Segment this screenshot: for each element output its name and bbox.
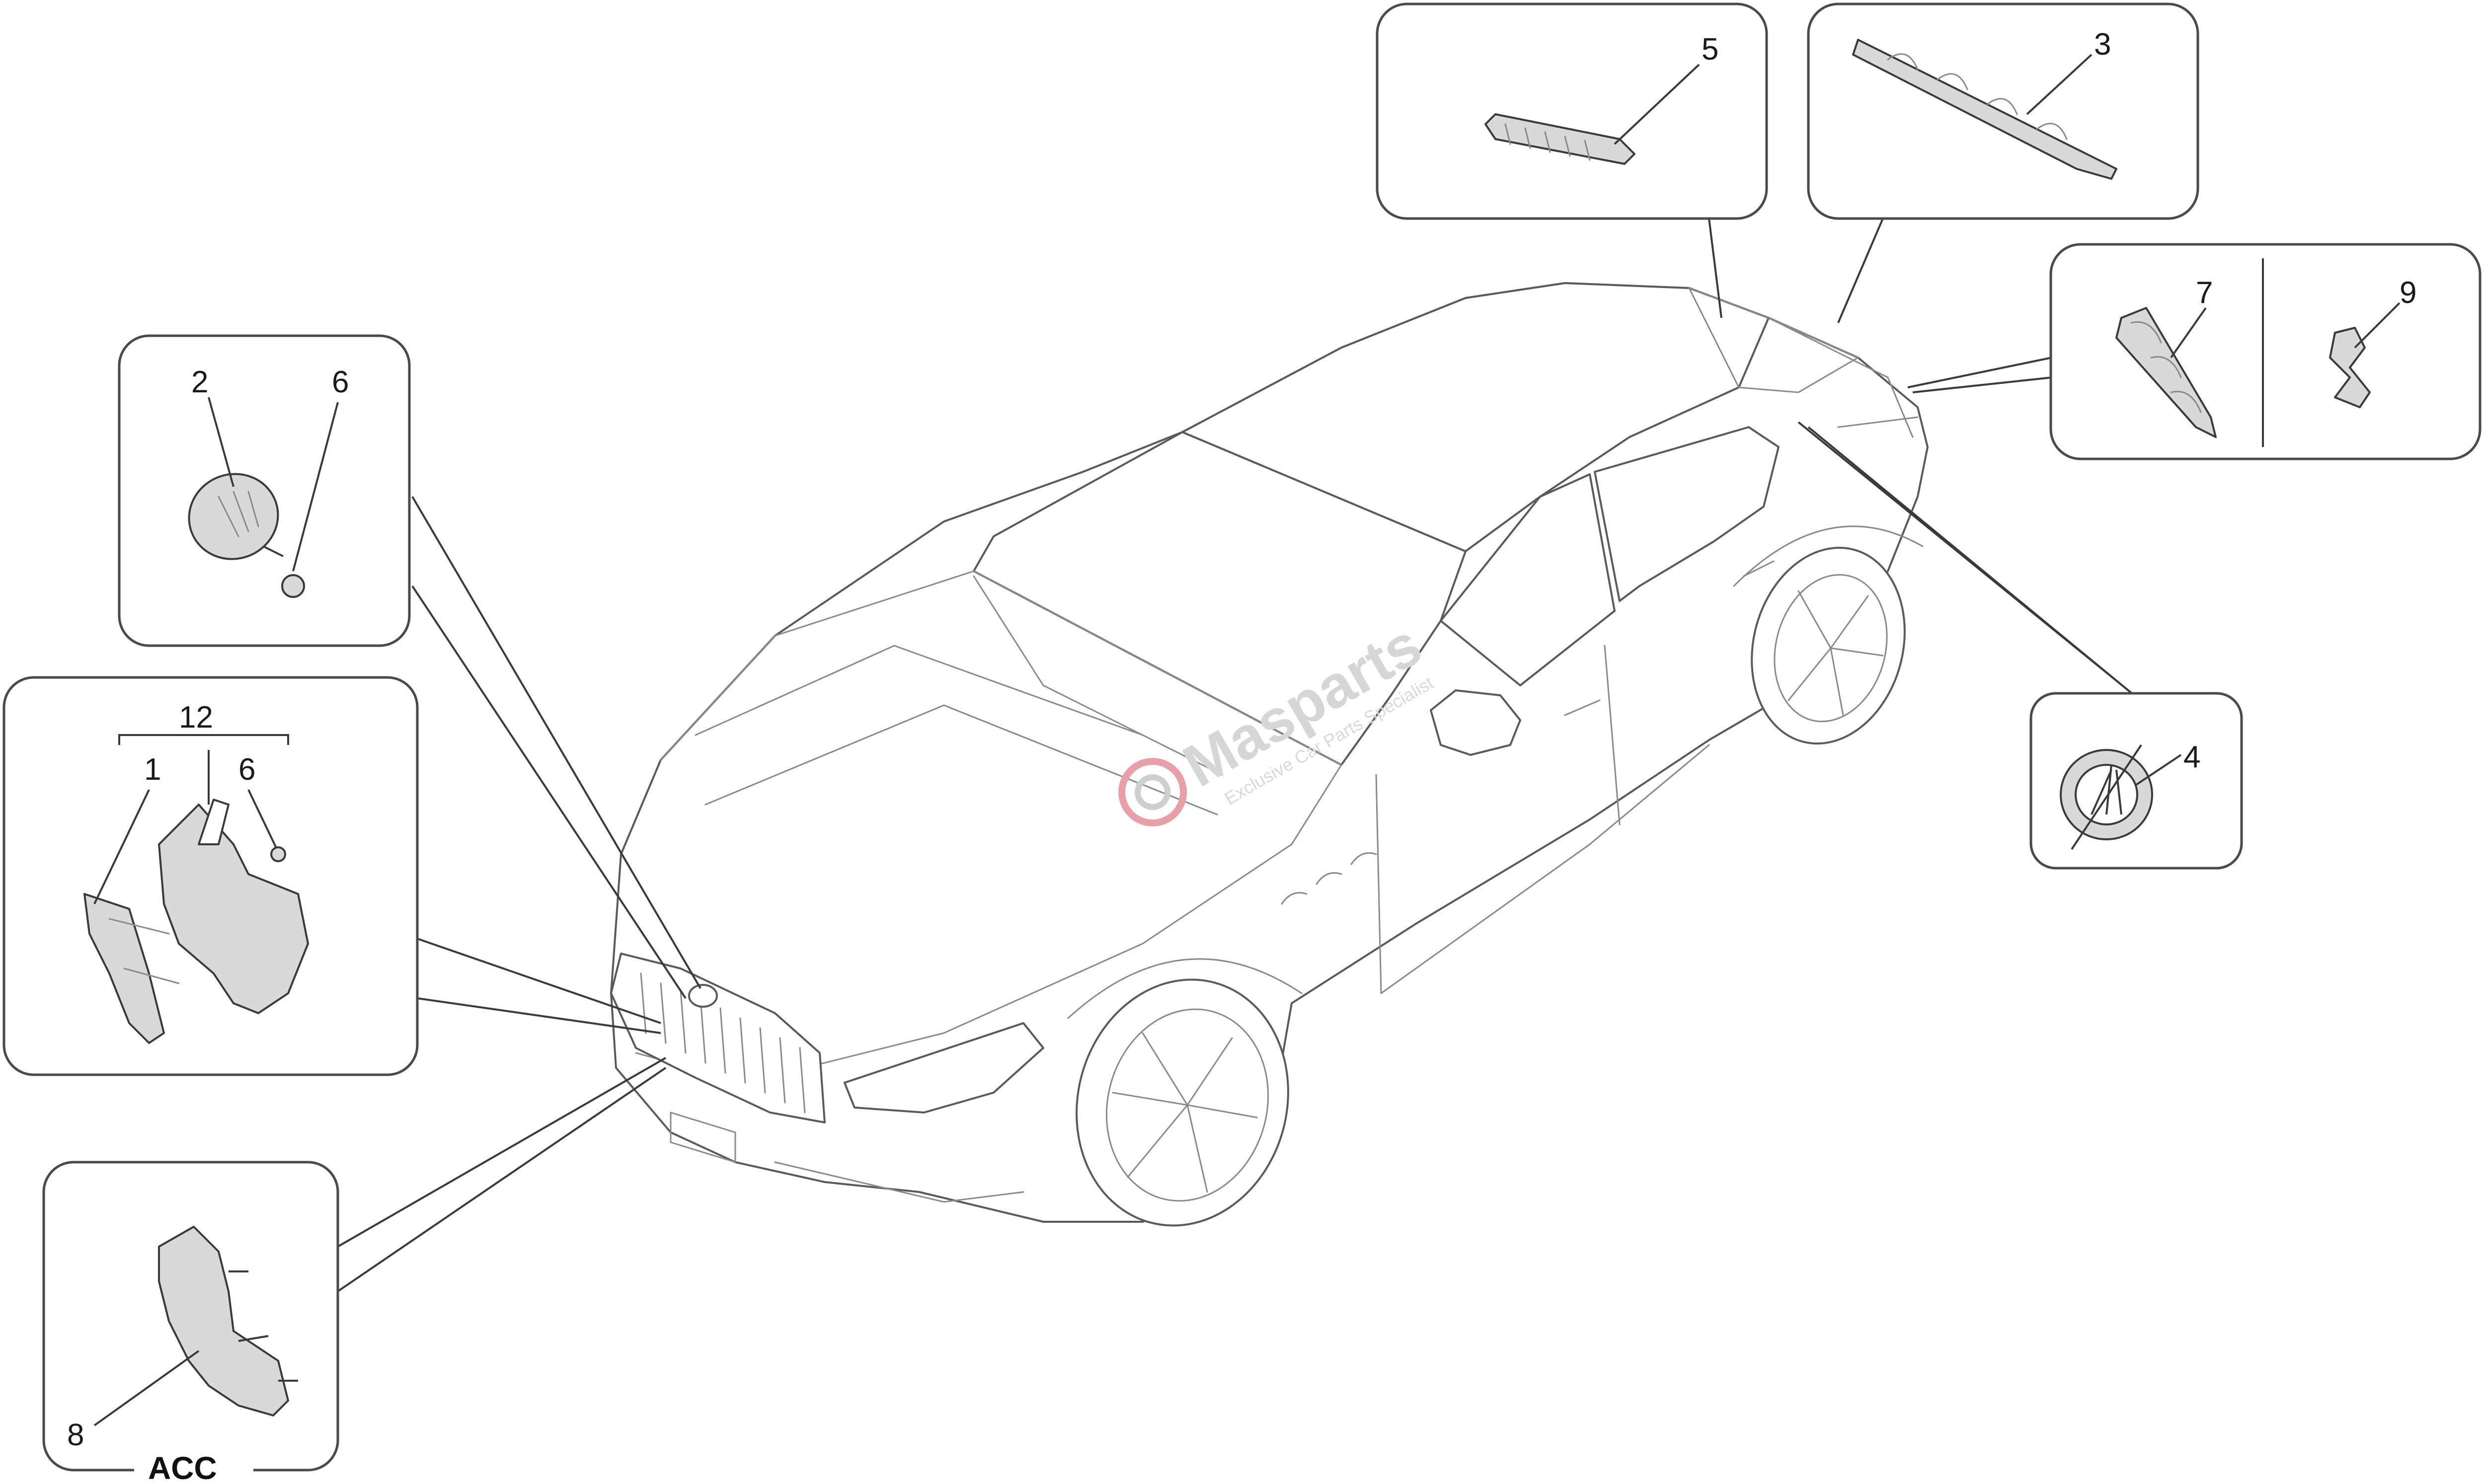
callout-box-4: 4 [2029,692,2243,870]
part-number-9: 9 [2400,276,2416,310]
part-number-6-top: 6 [332,365,349,399]
emblem-s-badge-icon [2329,327,2371,408]
leader-lines [337,218,2132,1292]
part-number-4: 4 [2183,740,2200,774]
emblem-q4-badge-icon [2115,307,2217,438]
emblem-maserati-script-icon [1852,39,2117,180]
part-number-1: 1 [144,752,161,787]
car-illustration [610,282,1929,1227]
group-bracket [118,734,289,745]
callout-box-5: 5 [1376,2,1768,220]
part-number-5: 5 [1702,32,1718,67]
nut-icon [281,574,305,598]
hood-badge-icon [188,473,279,560]
callout-box-8: 8 ACC [42,1161,339,1484]
part-number-8: 8 [67,1418,84,1452]
callout-box-7-9: 7 9 [2049,243,2482,460]
callout-box-2-6: 2 6 [118,334,411,647]
part-number-12: 12 [179,700,213,735]
accessory-bracket-icon [158,1226,289,1416]
callout-box-12: 12 1 6 [2,676,419,1076]
part-number-6-group: 6 [238,752,255,787]
screw-icon [270,846,286,862]
callout-box-3: 3 [1807,2,2199,220]
part-number-3: 3 [2094,27,2111,62]
part-number-2: 2 [191,365,208,399]
watermark-logo-icon [1118,758,1187,826]
acc-label: ACC [148,1450,217,1484]
grille-bracket-main-icon [158,804,309,1014]
part-number-7: 7 [2196,276,2213,310]
